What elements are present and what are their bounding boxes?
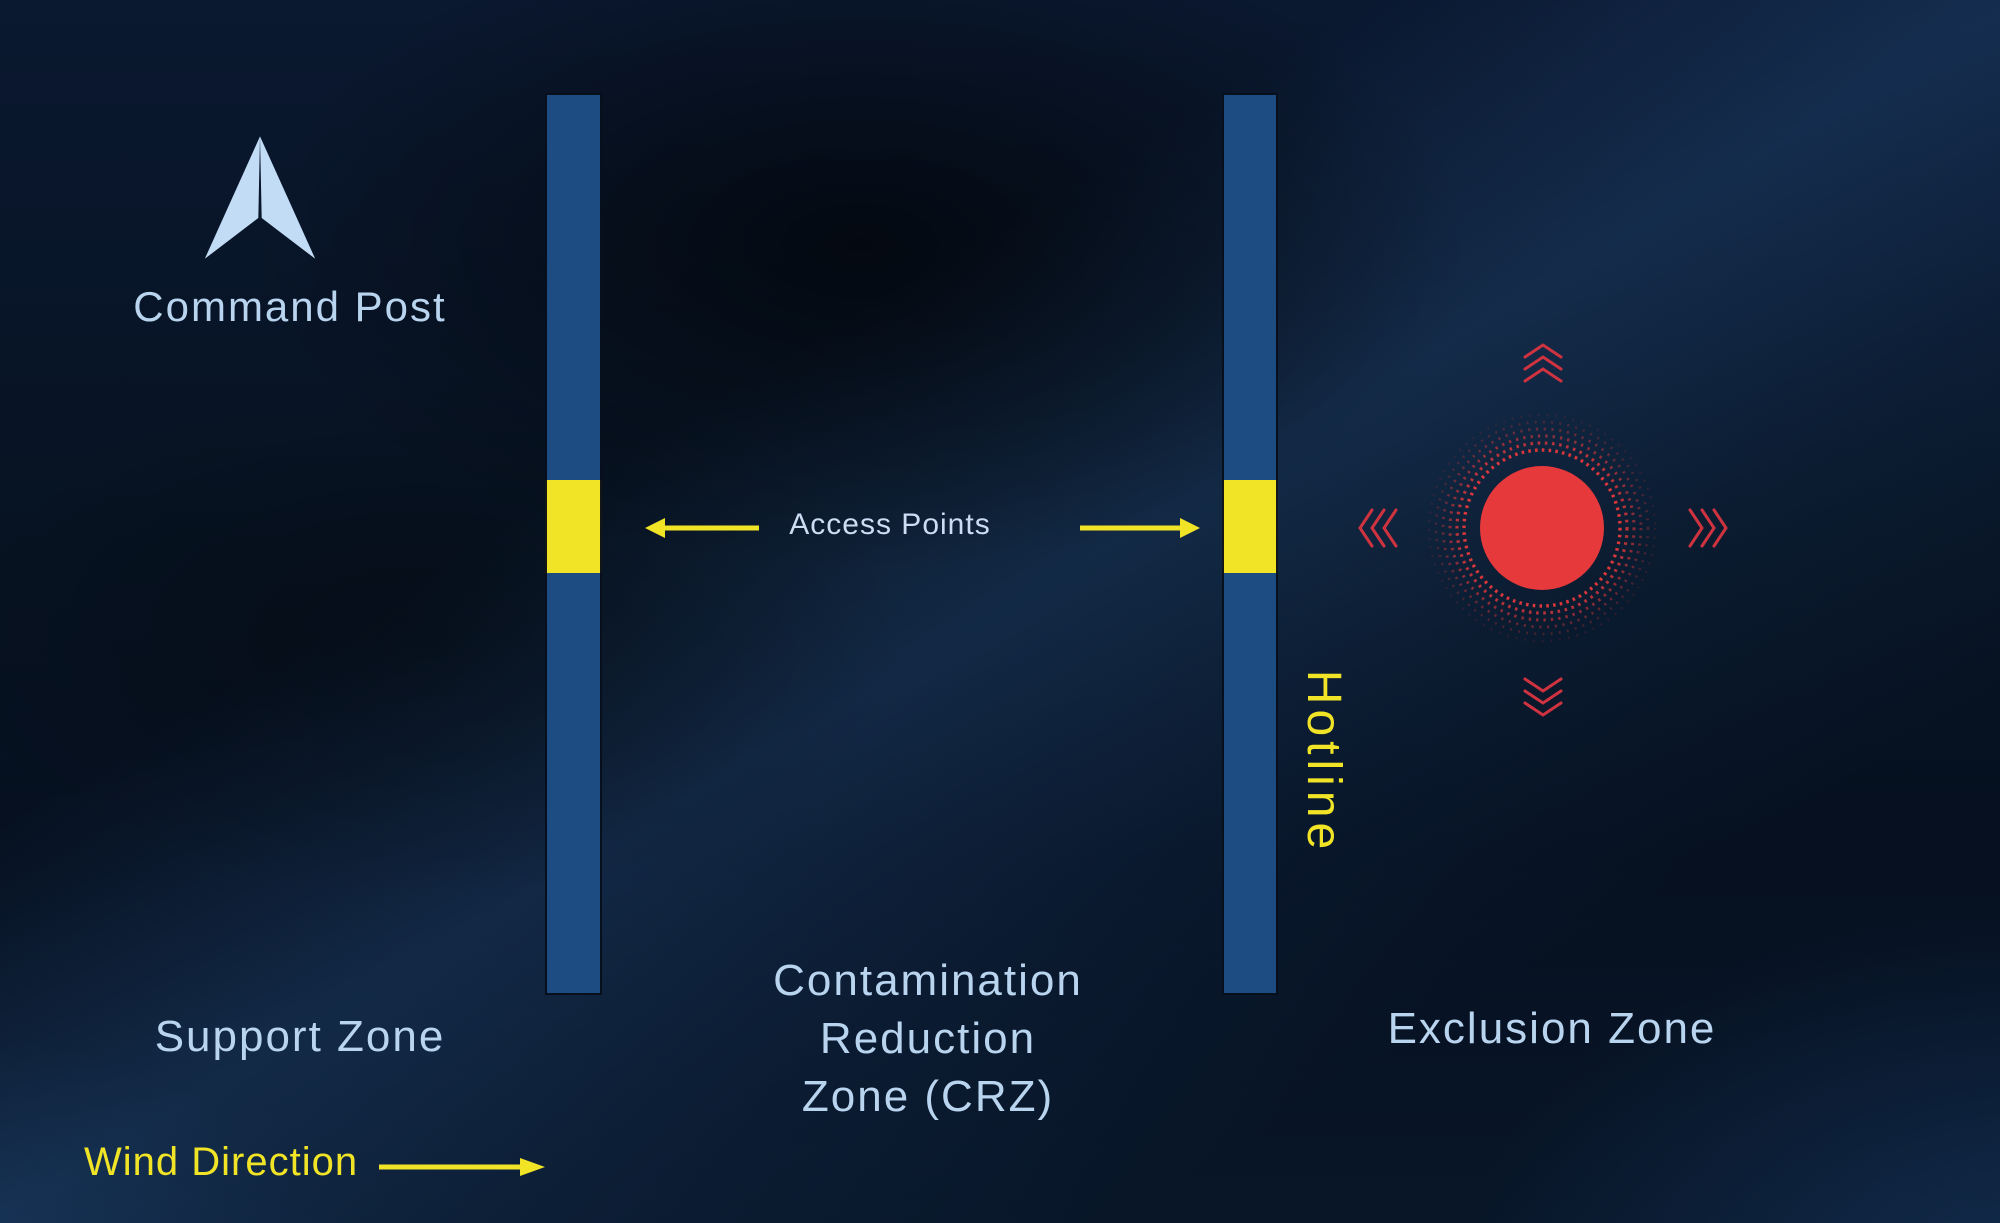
chevron-left-icon [1358,508,1398,548]
crz-zone-label: Contamination Reduction Zone (CRZ) [728,952,1128,1126]
crz-label-line-1: Contamination [773,956,1083,1005]
access-point-gap-left [545,480,602,573]
barrier-hotline [1222,93,1278,995]
exclusion-zone-label: Exclusion Zone [1387,1004,1717,1053]
wind-direction-label: Wind Direction [84,1140,359,1184]
crz-label-line-2: Reduction [819,1014,1037,1063]
access-arrow-right-icon [1080,518,1200,538]
command-post-label: Command Post [133,283,447,330]
access-point-gap-right [1222,480,1278,573]
chevron-right-icon [1688,508,1728,548]
wind-arrow-icon [379,1158,545,1176]
crz-label-line-3: Zone (CRZ) [801,1072,1055,1121]
access-arrow-left-icon [645,518,759,538]
hotline-label: Hotline [1297,669,1350,855]
chevron-down-icon [1523,677,1563,717]
chevron-up-icon [1523,343,1563,383]
access-points-label: Access Points [789,508,991,541]
support-zone-label: Support Zone [154,1012,446,1061]
barrier-support-crz [545,93,602,995]
hazard-source-icon [1427,413,1657,643]
hazard-halo [1427,413,1657,643]
command-post-icon [204,136,316,259]
